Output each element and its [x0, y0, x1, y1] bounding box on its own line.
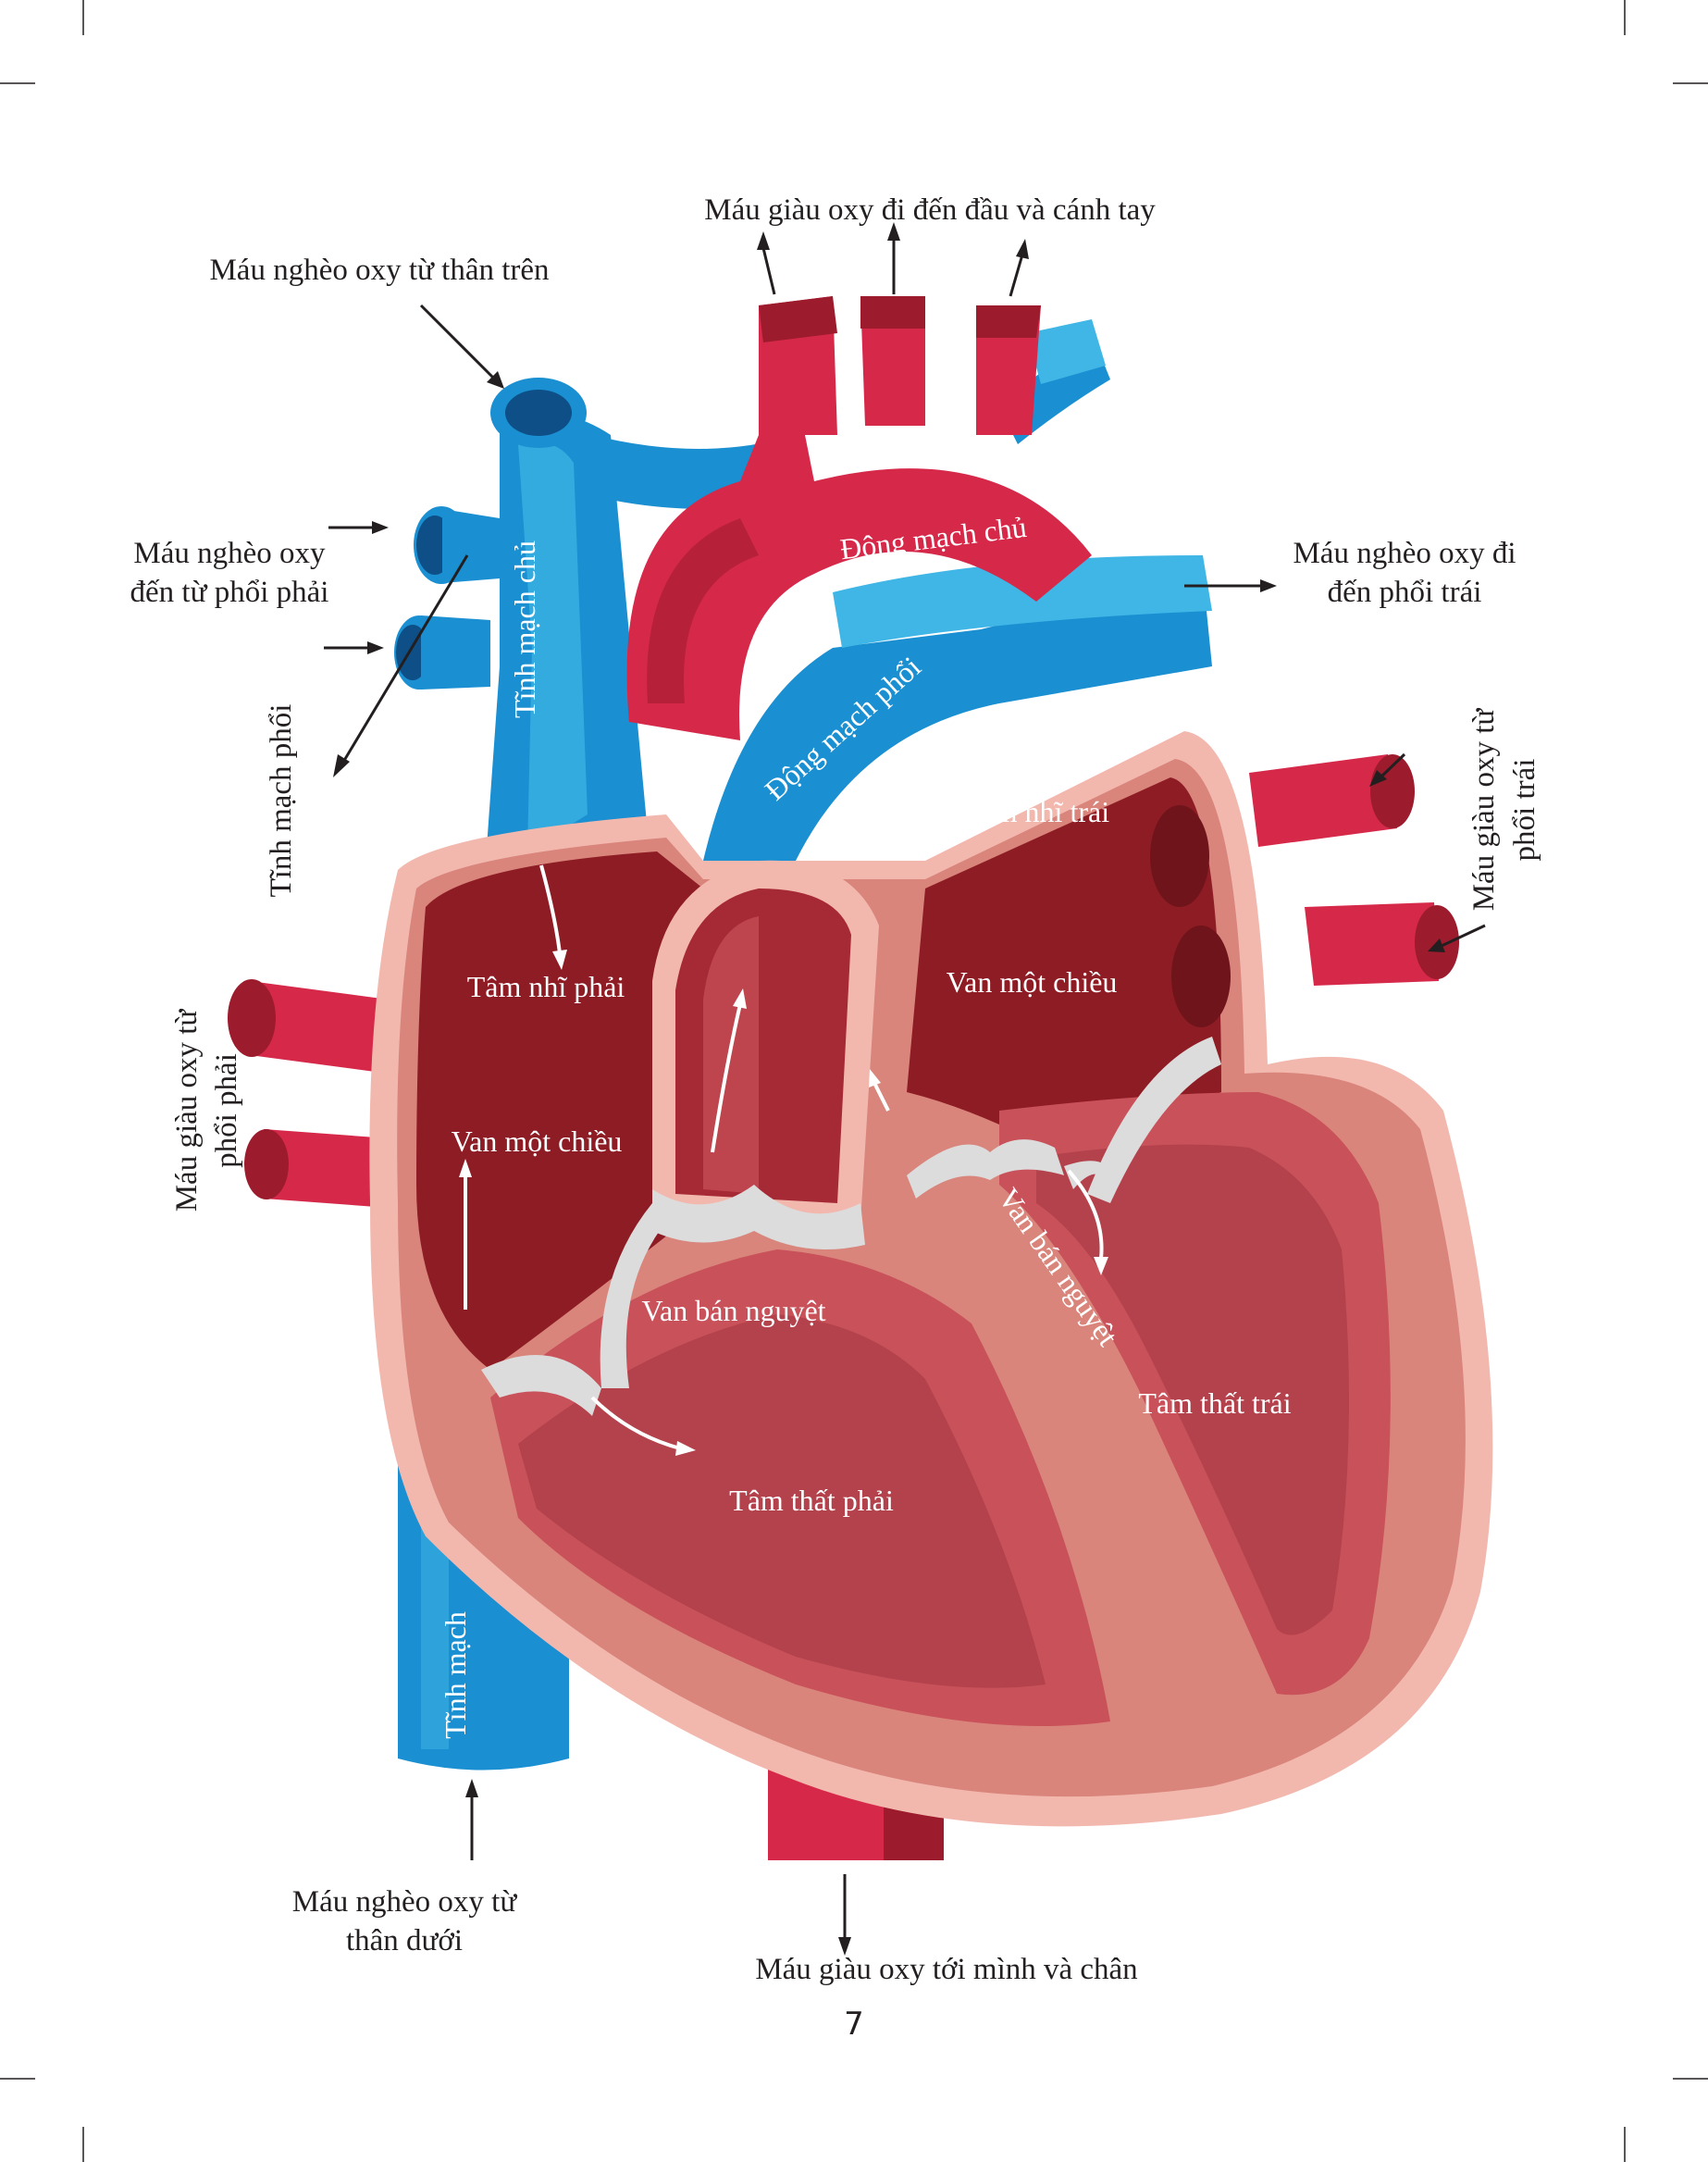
- arrow-from-left-lung-1: [1379, 752, 1406, 779]
- label-to-head-arms: Máu giàu oxy đi đến đầu và cánh tay: [704, 193, 1156, 227]
- outer-labels: Máu giàu oxy đi đến đầu và cánh tay Máu …: [130, 193, 1541, 2043]
- label-right-atrium: Tâm nhĩ phải: [467, 970, 625, 1003]
- label-from-right-lung-2: đến từ phổi phải: [130, 576, 329, 609]
- arrow-up-1: [761, 247, 776, 295]
- label-left-atrium: Tâm nhĩ trái: [963, 795, 1109, 828]
- label-from-right-lung-1: Máu nghèo oxy: [133, 537, 326, 570]
- label-lower-body-1: Máu nghèo oxy từ: [292, 1885, 518, 1919]
- label-semilunar-left: Van bán nguyệt: [641, 1294, 825, 1327]
- label-oxy-left-lung-1: Máu giàu oxy từ: [1467, 708, 1501, 912]
- label-inferior-vena: Tĩnh mạch: [439, 1611, 472, 1739]
- label-right-ventricle: Tâm thất phải: [729, 1484, 894, 1517]
- label-oxy-left-lung-2: phổi trái: [1508, 759, 1541, 862]
- arrow-svc: [419, 304, 497, 381]
- label-to-left-lung-2: đến phổi trái: [1328, 576, 1482, 609]
- heart-body: [369, 731, 1493, 1827]
- label-vena-cava: Tĩnh mạch chủ: [508, 540, 541, 718]
- black-arrows: [324, 222, 1486, 1956]
- label-oxy-right-lung-2: phổi phải: [210, 1053, 243, 1168]
- page-number: 7: [844, 2006, 864, 2043]
- label-left-ventricle: Tâm thất trái: [1138, 1386, 1291, 1420]
- label-upper-body: Máu nghèo oxy từ thân trên: [209, 254, 549, 287]
- white-arrows: [459, 864, 1108, 1456]
- label-lower-body-2: thân dưới: [346, 1924, 463, 1957]
- label-pulmonary-vein: Tĩnh mạch phổi: [265, 704, 298, 898]
- label-valve-left: Van một chiều: [947, 965, 1118, 999]
- label-valve-right: Van một chiều: [452, 1124, 623, 1158]
- arrow-pulm-vein: [340, 554, 469, 764]
- label-pulmonary-vein-inner: Tĩnh mạch phổi: [1264, 860, 1297, 1048]
- label-body-legs: Máu giàu oxy tới mình và chân: [755, 1953, 1137, 1986]
- arrow-up-3: [1009, 254, 1024, 297]
- label-to-left-lung-1: Máu nghèo oxy đi: [1293, 537, 1516, 570]
- arrow-from-left-lung-2: [1441, 924, 1486, 948]
- label-oxy-right-lung-1: Máu giàu oxy từ: [170, 1009, 204, 1212]
